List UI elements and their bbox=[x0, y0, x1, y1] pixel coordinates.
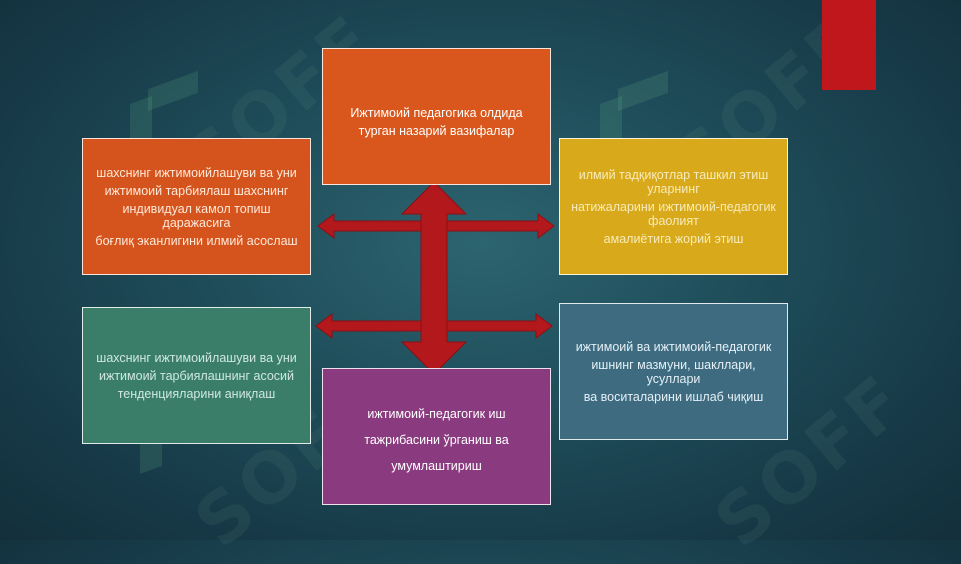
box-top-theoretical-tasks: Ижтимоий педагогика олдида турган назари… bbox=[322, 48, 551, 185]
box-right-top-line-2: натижаларини ижтимоий-педагогик фаолият bbox=[571, 199, 776, 228]
vertical-arrow bbox=[400, 181, 468, 375]
box-left-bottom: шахснинг ижтимоийлашуви ва уни ижтимоий … bbox=[82, 307, 311, 444]
box-right-bottom-line-2: ишнинг мазмуни, шакллари, усуллари bbox=[591, 357, 756, 386]
box-right-bottom-line-3: ва воситаларини ишлаб чиқиш bbox=[583, 389, 764, 404]
box-right-top-line-3: амалиётига жорий этиш bbox=[603, 231, 744, 246]
box-right-top: илмий тадқиқотлар ташкил этиш уларнинг н… bbox=[559, 138, 788, 275]
box-left-bottom-line-2: ижтимоий тарбиялашнинг асосий bbox=[98, 368, 295, 383]
box-left-top-line-2: ижтимоий тарбиялаш шахснинг bbox=[104, 183, 289, 198]
box-left-bottom-line-1: шахснинг ижтимоийлашуви ва уни bbox=[96, 350, 297, 365]
box-bottom-line-1: ижтимоий-педагогик иш bbox=[367, 406, 506, 421]
box-top-line-1: Ижтимоий педагогика олдида bbox=[350, 106, 523, 120]
box-right-top-line-1: илмий тадқиқотлар ташкил этиш уларнинг bbox=[578, 167, 769, 196]
box-top-line-2: турган назарий вазифалар bbox=[358, 124, 515, 138]
box-right-bottom: ижтимоий ва ижтимоий-педагогик ишнинг ма… bbox=[559, 303, 788, 440]
box-left-top-line-3: индивидуал камол топиш даражасига bbox=[122, 201, 271, 230]
box-bottom: ижтимоий-педагогик иш тажрибасини ўргани… bbox=[322, 368, 551, 505]
box-left-top: шахснинг ижтимоийлашуви ва уни ижтимоий … bbox=[82, 138, 311, 275]
corner-accent-bar bbox=[822, 0, 876, 90]
box-left-bottom-line-3: тенденцияларини аниқлаш bbox=[117, 386, 276, 401]
box-left-top-line-4: боғлиқ эканлигини илмий асослаш bbox=[95, 233, 298, 248]
box-bottom-line-2: тажрибасини ўрганиш ва bbox=[364, 432, 509, 447]
box-left-top-line-1: шахснинг ижтимоийлашуви ва уни bbox=[96, 165, 297, 180]
box-right-bottom-line-1: ижтимоий ва ижтимоий-педагогик bbox=[575, 339, 772, 354]
box-bottom-line-3: умумлаштириш bbox=[391, 458, 482, 473]
